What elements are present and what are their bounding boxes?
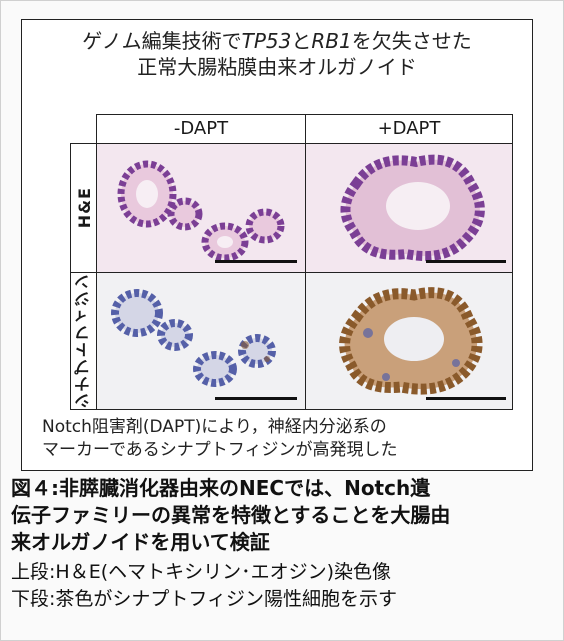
micrograph-syn-plus-dapt bbox=[306, 273, 512, 409]
gene-rb1: RB1 bbox=[311, 29, 352, 53]
figure-note: Notch阻害剤(DAPT)により，神経内分泌系の マーカーであるシナプトフィジ… bbox=[42, 417, 398, 460]
micrograph-he-plus-dapt bbox=[306, 144, 512, 272]
figure-caption: 図４:非膵臓消化器由来のNECでは、Notch遺 伝子ファミリーの異常を特徴とす… bbox=[11, 476, 451, 554]
panel-syn-minus-dapt bbox=[96, 272, 306, 410]
scale-bar bbox=[426, 260, 506, 263]
micrograph-he-minus-dapt bbox=[97, 144, 305, 272]
gene-tp53: TP53 bbox=[241, 29, 292, 53]
scale-bar bbox=[215, 397, 297, 400]
micrograph-syn-minus-dapt bbox=[97, 273, 305, 409]
note-lower-row: 下段:茶色がシナプトフィジン陽性細胞を示す bbox=[11, 588, 398, 610]
panel-he-minus-dapt bbox=[96, 143, 306, 273]
panel-syn-plus-dapt bbox=[305, 272, 513, 410]
panel-he-plus-dapt bbox=[305, 143, 513, 273]
row-label-synaptophysin: シナプトフィジン bbox=[70, 272, 98, 410]
figure-title: ゲノム編集技術でTP53とRB1を欠失させた 正常大腸粘膜由来オルガノイド bbox=[22, 28, 532, 80]
figure-title-line2: 正常大腸粘膜由来オルガノイド bbox=[137, 55, 417, 79]
row-label-he: H&E bbox=[70, 143, 98, 273]
column-header-plus-dapt: +DAPT bbox=[305, 114, 513, 144]
figure-image: ゲノム編集技術でTP53とRB1を欠失させた 正常大腸粘膜由来オルガノイド -D… bbox=[21, 19, 533, 471]
column-header-minus-dapt: -DAPT bbox=[96, 114, 306, 144]
scale-bar bbox=[215, 260, 297, 263]
note-upper-row: 上段:H＆E(ヘマトキシリン･エオジン)染色像 bbox=[11, 561, 392, 583]
scale-bar bbox=[426, 397, 506, 400]
